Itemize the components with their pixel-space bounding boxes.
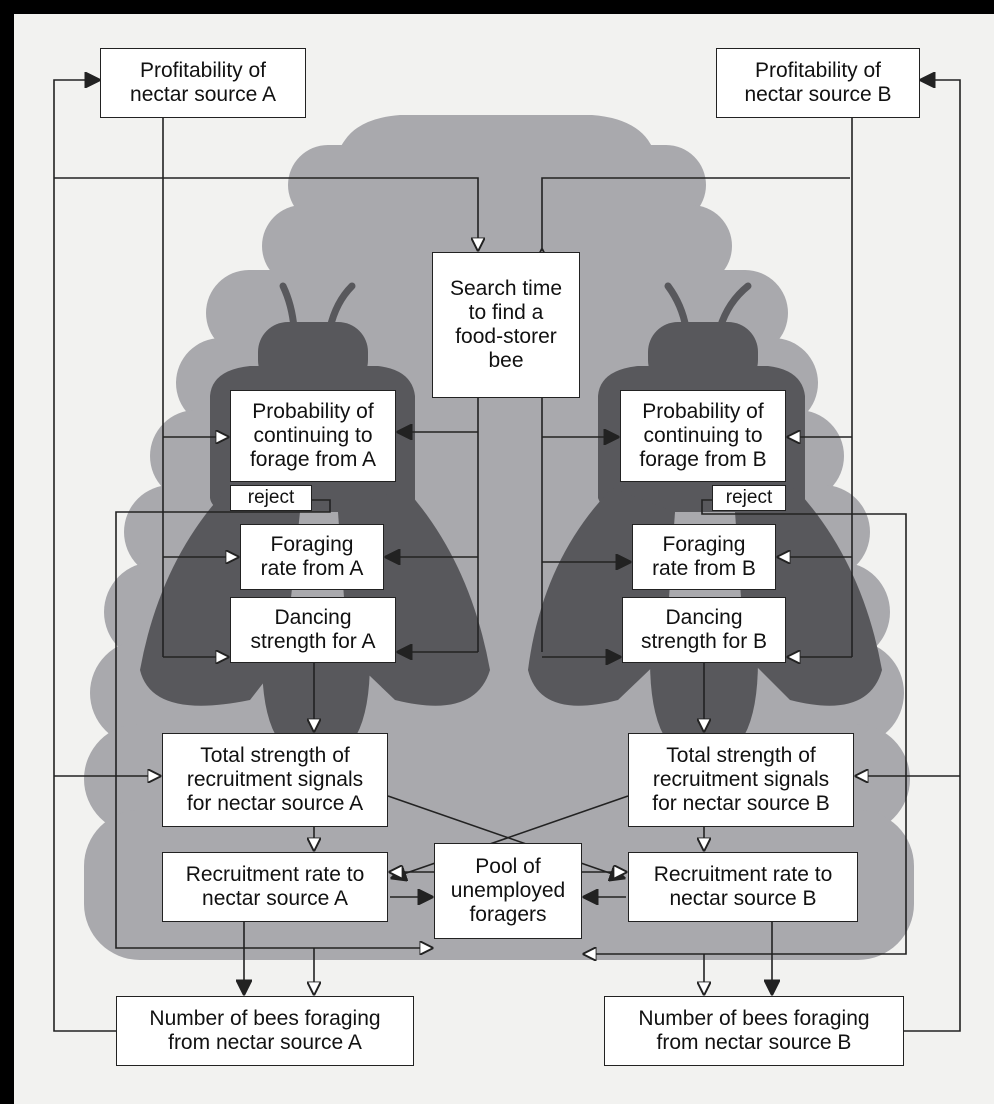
connector-lines [53,80,961,1032]
reject-b-to-pool [584,499,907,954]
total-b-to-recruitment-a [392,795,629,878]
profitability-b-box: Profitability of nectar source B [716,48,920,118]
feedback-number-a-to-profitability-a [53,80,116,1032]
right-loop-to-search [542,177,850,250]
left-loop-to-search [54,177,478,250]
number-foraging-a-box: Number of bees foraging from nectar sour… [116,996,414,1066]
reject-b-box: reject [712,485,786,511]
reject-a-to-pool [115,499,432,948]
unemployed-pool-box: Pool of unemployed foragers [434,843,582,939]
probability-a-box: Probability of continuing to forage from… [230,390,396,482]
number-foraging-b-box: Number of bees foraging from nectar sour… [604,996,904,1066]
total-a-to-recruitment-b [387,795,624,878]
recruitment-rate-b-box: Recruitment rate to nectar source B [628,852,858,922]
profitability-a-box: Profitability of nectar source A [100,48,306,118]
dancing-strength-a-box: Dancing strength for A [230,597,396,663]
recruitment-rate-a-box: Recruitment rate to nectar source A [162,852,388,922]
search-time-box: Search time to find a food-storer bee [432,252,580,398]
total-strength-b-box: Total strength of recruitment signals fo… [628,733,854,827]
total-strength-a-box: Total strength of recruitment signals fo… [162,733,388,827]
foraging-rate-a-box: Foraging rate from A [240,524,384,590]
foraging-rate-b-box: Foraging rate from B [632,524,776,590]
probability-b-box: Probability of continuing to forage from… [620,390,786,482]
reject-a-box: reject [230,485,312,511]
dancing-strength-b-box: Dancing strength for B [622,597,786,663]
feedback-number-b-to-profitability-b [904,80,961,1032]
